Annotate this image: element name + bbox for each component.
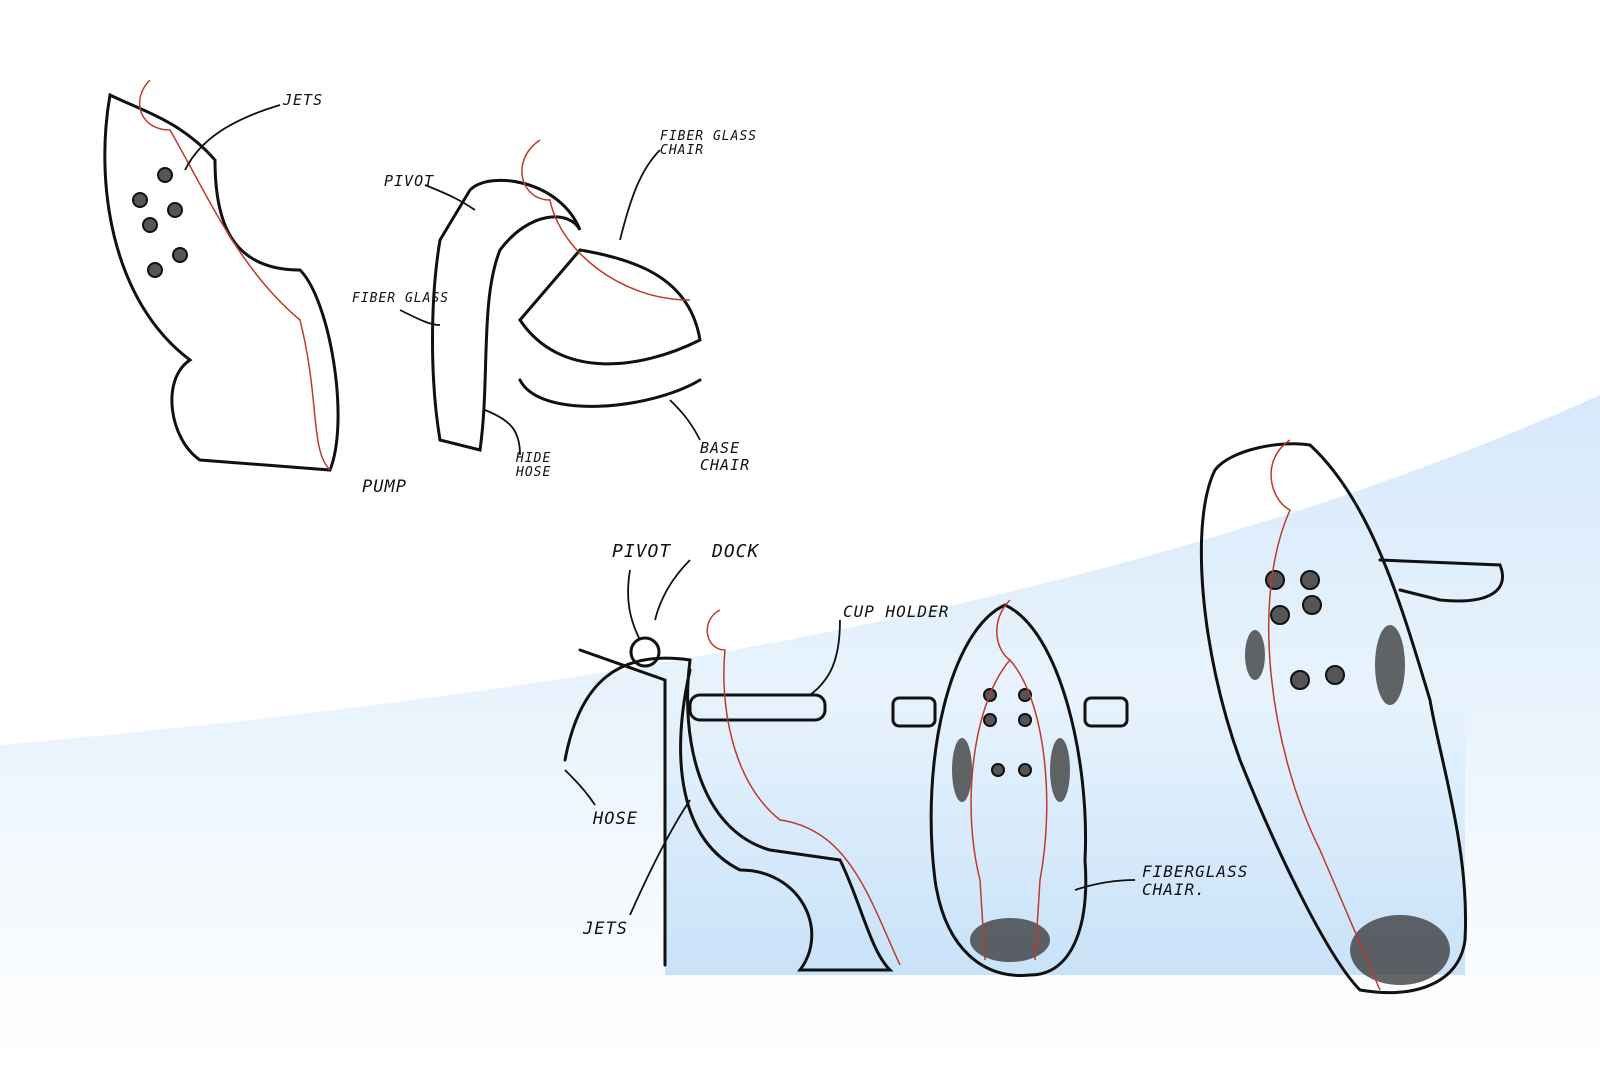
leader-lines bbox=[184, 104, 1136, 916]
cup-holder-left bbox=[891, 696, 937, 728]
label-jets-top: JETS bbox=[283, 91, 324, 109]
label-pivot-top: PIVOT bbox=[384, 172, 435, 190]
label-fiberglass-top: FIBER GLASS bbox=[352, 291, 450, 306]
chair-side-view bbox=[103, 92, 340, 472]
label-base-chair: BASE CHAIR bbox=[700, 439, 751, 474]
label-hide-hose: HIDE HOSE bbox=[516, 451, 552, 481]
cup-holder-arm bbox=[1378, 558, 1504, 603]
cup-holder-right bbox=[1083, 696, 1129, 728]
chair-perspective-view bbox=[1199, 442, 1468, 995]
label-fiberglass-chair-bottom: FIBERGLASS CHAIR. bbox=[1142, 862, 1249, 899]
label-hose: HOSE bbox=[593, 809, 638, 829]
label-fiberglass-chair-top: FIBER GLASS CHAIR bbox=[660, 129, 758, 159]
pivot-knob bbox=[629, 636, 661, 668]
water-tank bbox=[665, 700, 1465, 975]
label-dock: DOCK bbox=[712, 541, 760, 562]
human-figures bbox=[139, 79, 1381, 991]
mesh-pads bbox=[952, 625, 1450, 985]
label-jets-bottom: JETS bbox=[583, 919, 628, 939]
chair-pivot-view bbox=[431, 178, 702, 452]
label-pump: PUMP bbox=[362, 477, 407, 497]
chair-front-view bbox=[929, 603, 1088, 978]
label-pivot-bottom: PIVOT bbox=[612, 541, 672, 562]
label-cup-holder: CUP HOLDER bbox=[843, 602, 950, 621]
cup-holder-tray bbox=[688, 693, 827, 722]
jets-group bbox=[132, 167, 1345, 777]
chair-tank-side-view bbox=[563, 648, 894, 972]
